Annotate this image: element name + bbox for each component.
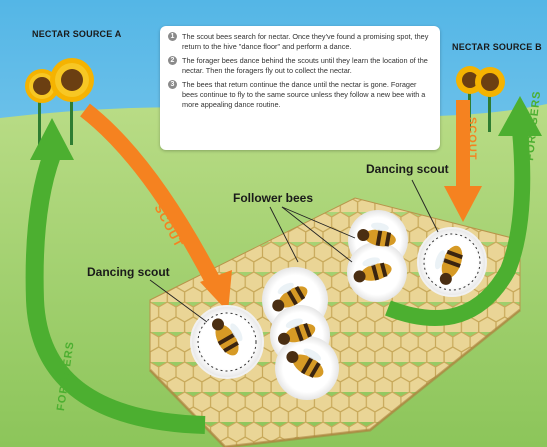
- steps-panel: 1 The scout bees search for nectar. Once…: [160, 26, 440, 150]
- step-1: 1 The scout bees search for nectar. Once…: [168, 32, 432, 51]
- step-number: 1: [168, 32, 177, 41]
- step-number: 3: [168, 80, 177, 89]
- step-2: 2 The forager bees dance behind the scou…: [168, 56, 432, 75]
- step-text: The bees that return continue the dance …: [182, 80, 432, 109]
- nectar-source-b-label: NECTAR SOURCE B: [452, 42, 542, 52]
- scout-arrow-b-label: SCOUT: [466, 117, 478, 161]
- step-3: 3 The bees that return continue the danc…: [168, 80, 432, 109]
- dancing-scout-right-label: Dancing scout: [366, 162, 449, 176]
- follower-bees-label: Follower bees: [233, 191, 313, 205]
- nectar-source-a-label: NECTAR SOURCE A: [32, 29, 122, 39]
- step-text: The scout bees search for nectar. Once t…: [182, 32, 432, 51]
- dancing-scout-left-label: Dancing scout: [87, 265, 170, 279]
- step-number: 2: [168, 56, 177, 65]
- step-text: The forager bees dance behind the scouts…: [182, 56, 432, 75]
